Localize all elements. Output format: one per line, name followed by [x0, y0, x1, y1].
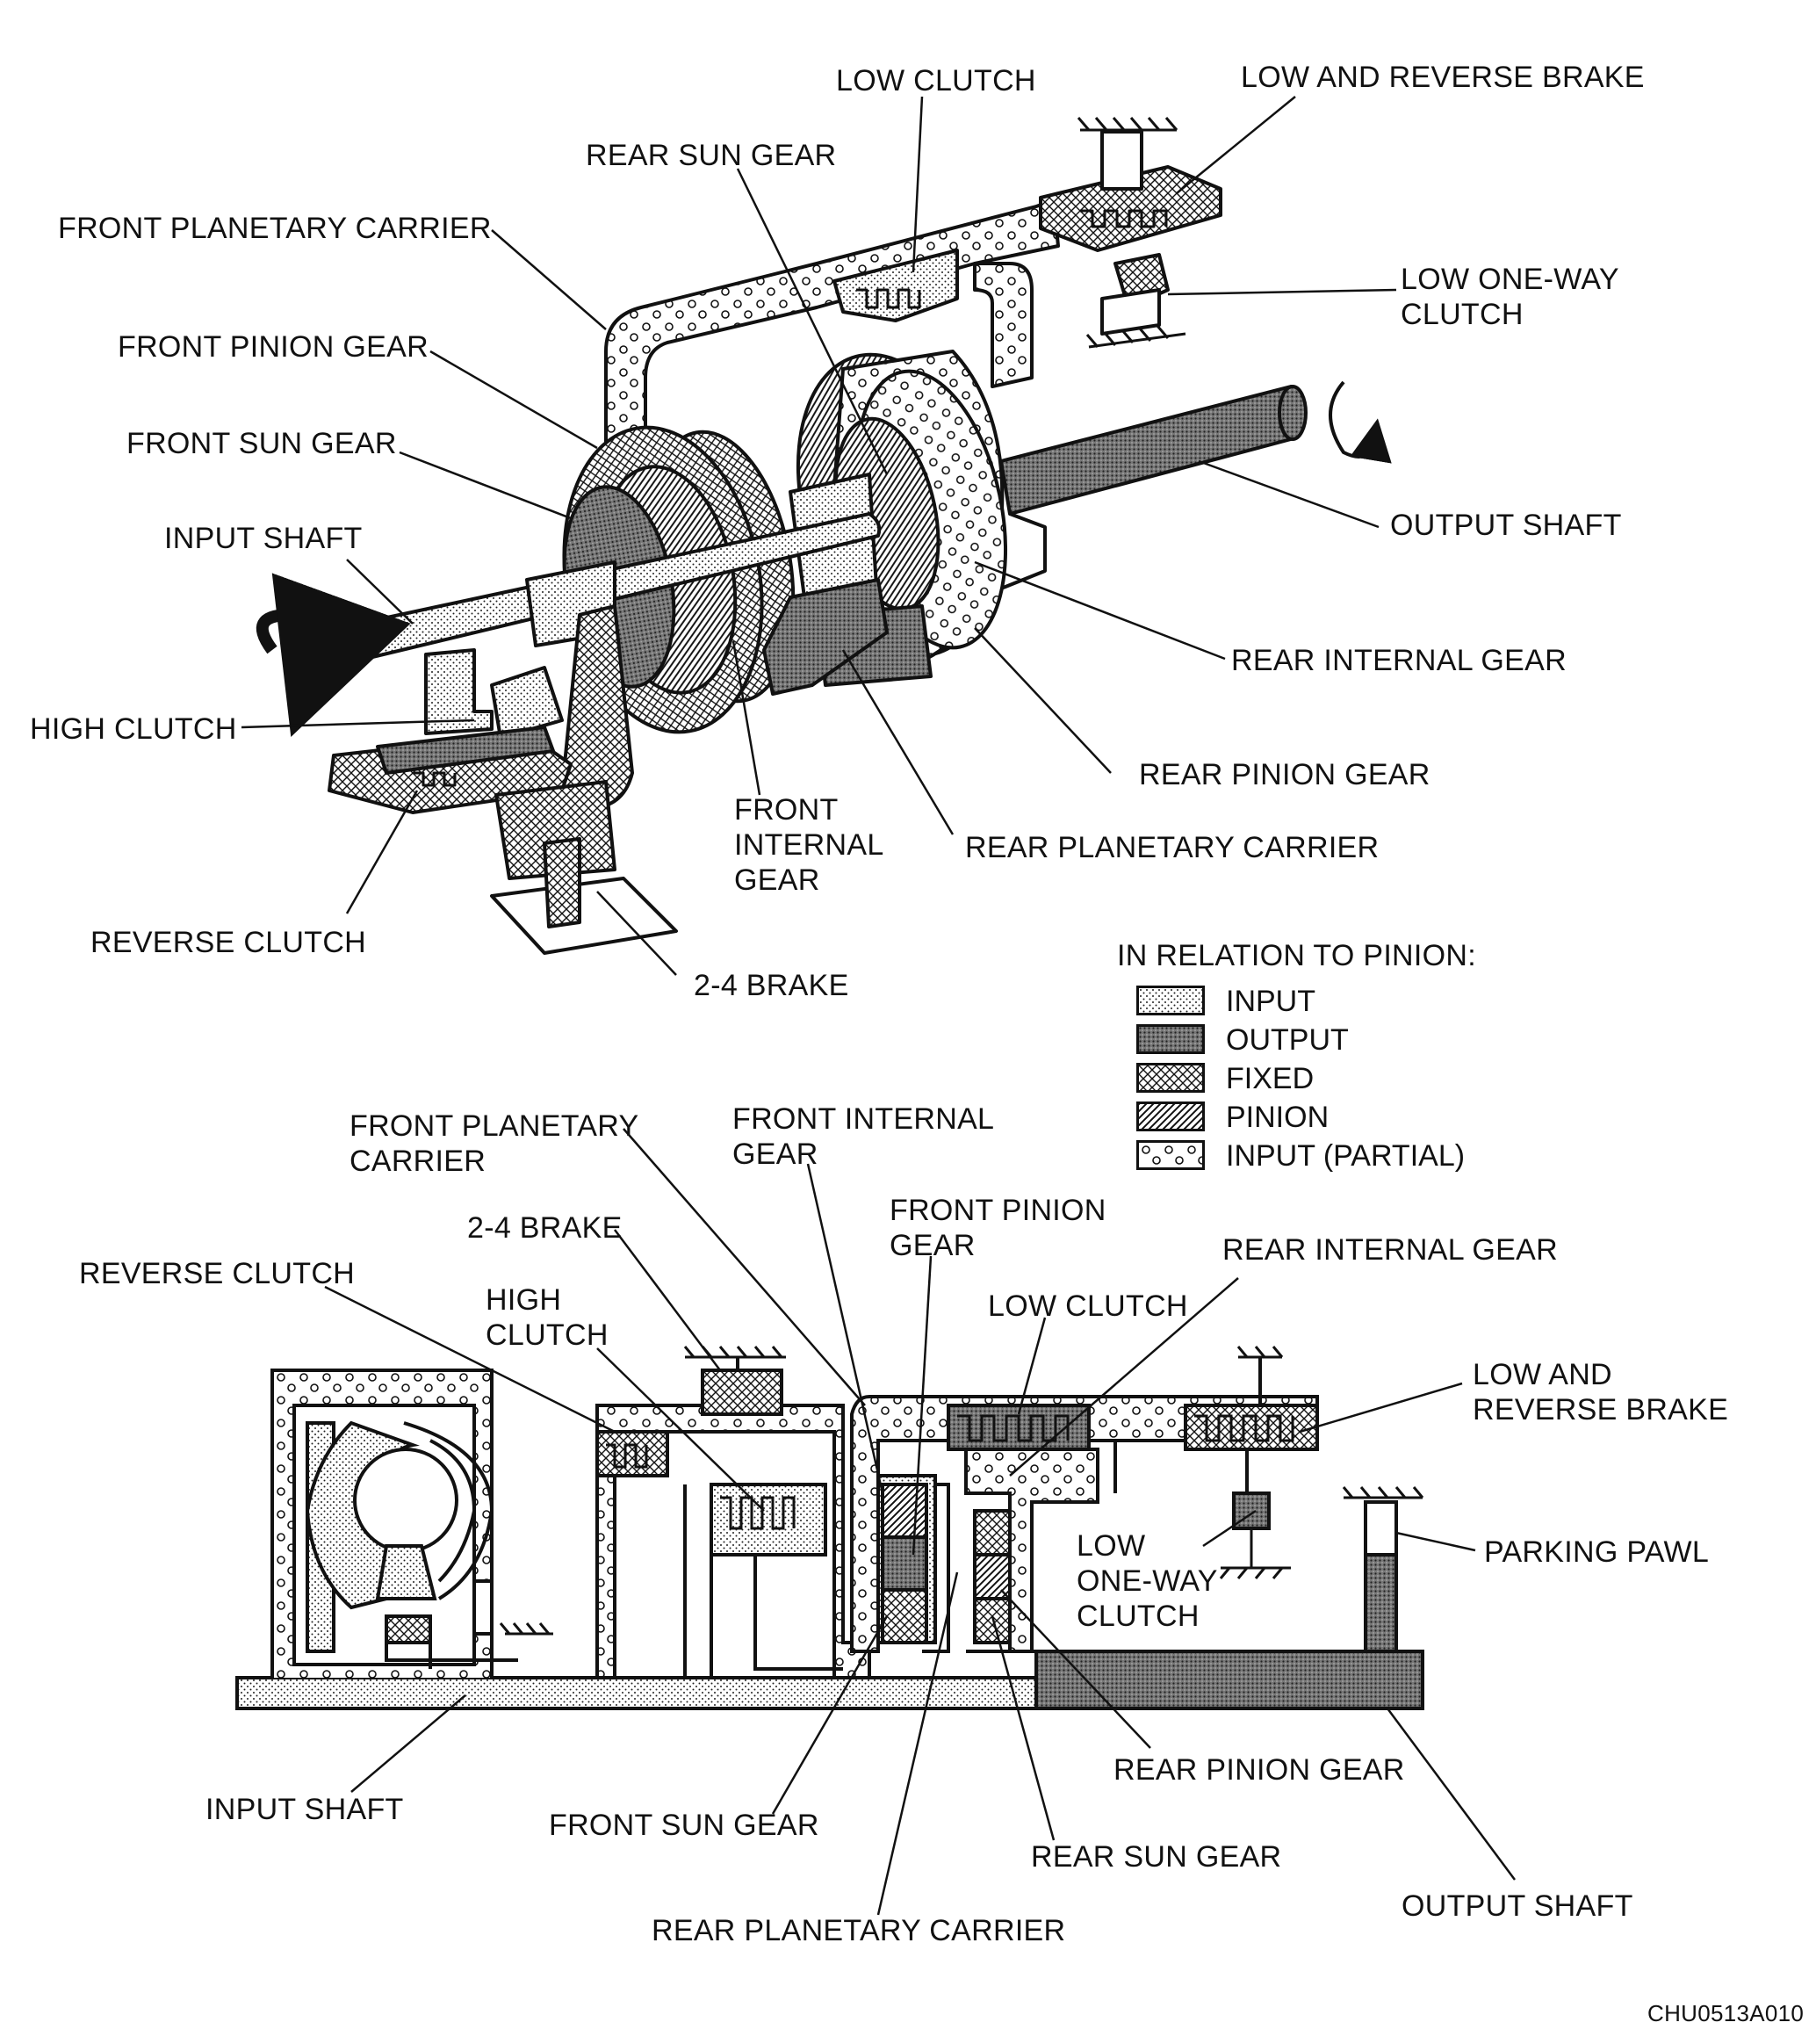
top-label-input-shaft: INPUT SHAFT	[164, 522, 363, 555]
legend-label-input: INPUT	[1226, 985, 1315, 1018]
bottom-label-low-clutch: LOW CLUTCH	[988, 1289, 1188, 1323]
bottom-label-rear-internal-gear: REAR INTERNAL GEAR	[1222, 1233, 1558, 1267]
legend-label-fixed: FIXED	[1226, 1062, 1315, 1095]
bottom-label-low-reverse-brake: LOW AND REVERSE BRAKE	[1473, 1358, 1729, 1426]
bottom-label-rear-pinion-gear: REAR PINION GEAR	[1113, 1753, 1405, 1787]
bottom-label-front-sun-gear: FRONT SUN GEAR	[549, 1809, 819, 1842]
bottom-label-input-shaft: INPUT SHAFT	[205, 1793, 404, 1826]
low-clutch-plates	[856, 288, 921, 309]
figure-code: CHU0513A010	[1647, 2000, 1805, 2026]
bottom-leader-lines	[324, 1128, 1517, 1916]
high-clutch-drum	[710, 1483, 827, 1556]
input-shaft-schematic	[235, 1676, 1038, 1710]
top-label-output-shaft: OUTPUT SHAFT	[1390, 509, 1622, 542]
top-label-rear-pinion-gear: REAR PINION GEAR	[1139, 758, 1430, 791]
top-label-high-clutch: HIGH CLUTCH	[30, 712, 237, 746]
bottom-label-front-internal-gear: FRONT INTERNAL GEAR	[732, 1102, 995, 1171]
output-rotation-arrow	[1329, 380, 1392, 464]
bottom-label-parking-pawl: PARKING PAWL	[1484, 1535, 1710, 1569]
legend-swatch-fixed	[1136, 1063, 1205, 1093]
top-label-front-internal-gear: FRONT INTERNAL GEAR	[734, 793, 884, 897]
legend-label-pinion: PINION	[1226, 1101, 1330, 1134]
low-clutch-housing	[832, 249, 959, 322]
legend-swatch-pinion	[1136, 1101, 1205, 1131]
output-shaft-3d	[999, 385, 1301, 516]
bottom-label-2-4-brake: 2-4 BRAKE	[467, 1211, 623, 1245]
top-label-reverse-clutch: REVERSE CLUTCH	[90, 926, 367, 959]
top-leader-lines	[241, 96, 1397, 976]
converter-pump	[353, 1448, 458, 1553]
bottom-label-rear-planetary-carrier: REAR PLANETARY CARRIER	[652, 1914, 1066, 1947]
legend-swatch-output	[1136, 1024, 1205, 1054]
legend-label-output: OUTPUT	[1226, 1023, 1349, 1057]
bottom-label-high-clutch: HIGH CLUTCH	[486, 1283, 609, 1352]
bottom-label-output-shaft: OUTPUT SHAFT	[1402, 1889, 1633, 1923]
high-clutch-3d	[424, 648, 494, 735]
top-label-rear-internal-gear: REAR INTERNAL GEAR	[1231, 644, 1567, 677]
top-label-low-clutch: LOW CLUTCH	[836, 64, 1036, 98]
top-label-front-planetary-carrier: FRONT PLANETARY CARRIER	[58, 212, 492, 245]
rear-band-drop	[973, 262, 1034, 388]
legend-label-input-partial: INPUT (PARTIAL)	[1226, 1139, 1466, 1173]
bottom-label-front-pinion-gear: FRONT PINION GEAR	[890, 1194, 1106, 1262]
ground-hatch-top	[1077, 117, 1178, 132]
low-reverse-brake-block	[1039, 165, 1222, 252]
legend: IN RELATION TO PINION: INPUT OUTPUT FIXE…	[1117, 938, 1486, 1193]
legend-swatch-input-partial	[1136, 1140, 1205, 1170]
bottom-label-front-planetary-carrier: FRONT PLANETARY CARRIER	[350, 1109, 639, 1178]
top-illustration	[256, 117, 1392, 955]
brake-2-4-schematic	[701, 1369, 783, 1416]
top-label-rear-sun-gear: REAR SUN GEAR	[586, 139, 837, 172]
top-label-low-reverse-brake: LOW AND REVERSE BRAKE	[1241, 61, 1645, 94]
top-label-2-4-brake: 2-4 BRAKE	[694, 969, 849, 1002]
top-label-low-one-way-clutch: LOW ONE-WAY CLUTCH	[1401, 263, 1619, 331]
front-pinion-schematic	[881, 1483, 928, 1539]
top-label-rear-planetary-carrier: REAR PLANETARY CARRIER	[965, 831, 1380, 864]
bottom-label-reverse-clutch: REVERSE CLUTCH	[79, 1257, 356, 1290]
input-rotation-arrow	[256, 573, 411, 737]
parking-pawl-schematic	[1364, 1500, 1398, 1556]
bottom-label-low-one-way-clutch: LOW ONE-WAY CLUTCH	[1077, 1529, 1218, 1633]
top-label-front-sun-gear: FRONT SUN GEAR	[126, 427, 397, 460]
output-shaft-schematic	[1034, 1650, 1424, 1710]
legend-title: IN RELATION TO PINION:	[1117, 939, 1477, 972]
bottom-schematic	[235, 1346, 1424, 1710]
rear-pinion-schematic	[973, 1509, 1012, 1556]
bottom-label-rear-sun-gear: REAR SUN GEAR	[1031, 1840, 1282, 1874]
top-label-front-pinion-gear: FRONT PINION GEAR	[118, 330, 429, 364]
brake-2-4-3d	[494, 780, 616, 880]
legend-swatch-input	[1136, 986, 1205, 1015]
